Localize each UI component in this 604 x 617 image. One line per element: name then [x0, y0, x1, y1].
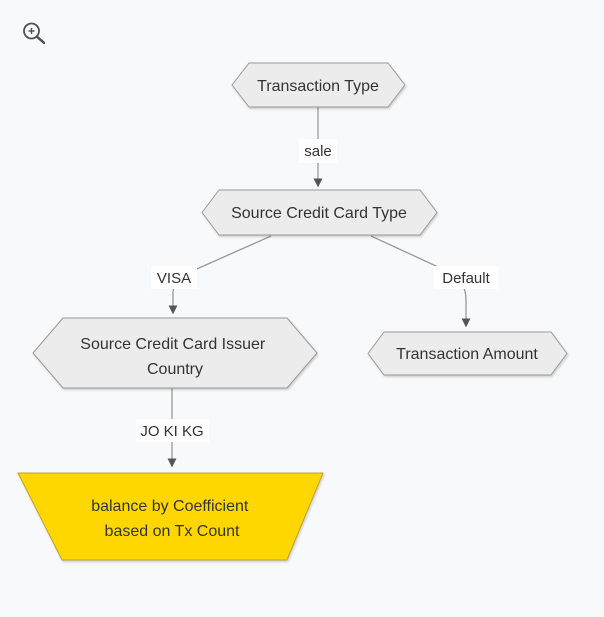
node-source-credit-card-type: Source Credit Card Type	[201, 189, 438, 236]
edge-label-jo-ki-kg: JO KI KG	[136, 419, 209, 442]
edge-label-text: JO KI KG	[140, 423, 203, 440]
edge-label-visa: VISA	[151, 266, 197, 289]
node-label: Transaction Type	[257, 78, 379, 95]
node-source-credit-card-issuer-country: Source Credit Card Issuer Country	[32, 317, 318, 389]
node-transaction-type: Transaction Type	[231, 62, 406, 108]
zoom-in-icon[interactable]	[20, 18, 50, 48]
edge-label-default: Default	[434, 266, 498, 289]
edge-label-bg	[151, 266, 197, 289]
hexagon-shape	[231, 62, 406, 108]
node-label: Source Credit Card Issuer Country	[80, 336, 269, 378]
edge-label-bg	[299, 139, 337, 163]
hexagon-shape	[201, 189, 438, 236]
node-label: Transaction Amount	[396, 346, 538, 363]
node-label: Source Credit Card Type	[231, 205, 407, 222]
hexagon-shape	[367, 331, 568, 376]
hexagon-shape	[32, 317, 318, 389]
node-label: balance by Coefficient based on Tx Count	[91, 498, 253, 540]
edge-label-sale: sale	[299, 139, 337, 163]
edge-label-text: Default	[442, 270, 490, 287]
edge-label-text: VISA	[157, 270, 191, 287]
node-balance-by-coefficient: balance by Coefficient based on Tx Count	[17, 472, 324, 561]
edge-label-bg	[434, 266, 498, 289]
edge-label-text: sale	[304, 143, 332, 160]
inv-trapezoid-shape	[17, 472, 324, 561]
node-transaction-amount: Transaction Amount	[367, 331, 568, 376]
edge-label-bg	[136, 419, 209, 442]
